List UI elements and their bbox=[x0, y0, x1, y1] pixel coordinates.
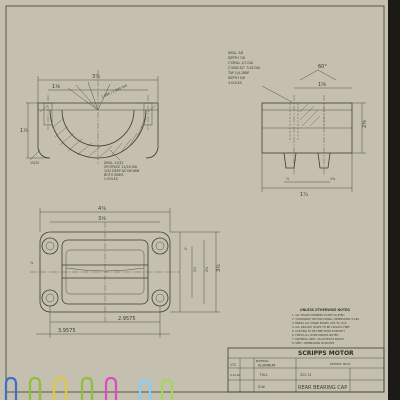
plan-inner-width-dim: 3⅛ bbox=[98, 216, 106, 222]
side-drill-note-line: DEPTH 5/8 bbox=[228, 76, 245, 80]
side-drill-note-line: 4 HOLES bbox=[228, 81, 242, 85]
note-line: 2. TOLERANCE ON FRACTIONAL DIMENSIONS ±1… bbox=[292, 317, 359, 321]
front-drill-note-line: DRILL 11/32 bbox=[104, 161, 123, 165]
plan-height-dim: 3½ bbox=[215, 264, 222, 272]
side-bottom-dim-a: ⅝ bbox=[286, 177, 289, 181]
notes-heading: UNLESS OTHERWISE NOTED bbox=[300, 308, 350, 312]
revision-b: 4-12-40 bbox=[230, 373, 240, 377]
side-drill-note-line: TAP 1/4-28NF bbox=[227, 71, 250, 75]
clip-icon bbox=[28, 376, 42, 400]
note-line: 3. BREAK ALL SHARP EDGES .005 TO .010 bbox=[292, 321, 347, 325]
side-angle-dim: 60° bbox=[318, 64, 327, 70]
front-width-dim: 3⅞ bbox=[92, 74, 100, 80]
front-view bbox=[26, 70, 159, 165]
note-line: 6. FINISH ALL OVER UNLESS NOTED bbox=[292, 333, 338, 337]
front-drill-note-line: 1/32 DEEP AS SHOWN bbox=[104, 169, 140, 173]
company-sub: DETROIT, MICH. bbox=[330, 362, 351, 366]
scale-value: FULL bbox=[260, 373, 268, 377]
plan-view bbox=[30, 208, 220, 338]
note-line: 4. ALL DRILLED HOLES TO BE CLEAN & FREE bbox=[292, 325, 350, 329]
binder-clips bbox=[4, 376, 174, 400]
side-drill-note-line: C'SINK 82° 7/16 DIA bbox=[228, 66, 261, 70]
part-name: REAR BEARING CAP bbox=[298, 385, 347, 391]
part-number: 322-74 bbox=[300, 373, 311, 377]
plan-width-dim: 4⅞ bbox=[98, 206, 106, 212]
front-drill-note-line: 2 HOLES bbox=[104, 177, 118, 181]
side-drill-note-line: C'DRILL 1/2 DIA bbox=[228, 61, 254, 65]
right-shadow bbox=[388, 0, 400, 400]
front-offset-dim: 15/32 bbox=[30, 161, 39, 165]
side-drill-note-line: DRILL 3/8 bbox=[228, 51, 243, 55]
side-view-hatching bbox=[299, 103, 321, 127]
note-line: 8. SPEC. DIMENSIONS IN INCHES bbox=[292, 341, 335, 345]
front-height-dim: 1½ bbox=[20, 127, 28, 134]
note-line: 7. MATERIAL SPEC. AS NOTED IN BLOCK bbox=[292, 337, 344, 341]
clip-icon bbox=[4, 376, 18, 400]
material-value: ALUMINUM bbox=[258, 364, 276, 368]
clip-icon bbox=[160, 378, 174, 400]
side-bottom-dim-c: 1⅛ bbox=[330, 177, 335, 181]
front-drill-note-line: SPOTFACE 11/16 DIA bbox=[104, 165, 138, 169]
clip-icon bbox=[138, 378, 152, 400]
clip-icon bbox=[52, 376, 68, 400]
front-half-width-dim: 1⅛ bbox=[52, 84, 60, 90]
side-drill-note: DRILL 3/8 DEPTH 7/8 C'DRILL 1/2 DIA C'SI… bbox=[227, 51, 261, 85]
note-line: 1. ALL SHARP CORNERS TO BE FILLETED bbox=[292, 313, 345, 317]
front-view-hatching bbox=[39, 104, 157, 158]
plan-height-dim-d: ⅞ bbox=[184, 247, 187, 251]
clip-icon bbox=[104, 376, 118, 400]
drawn-by: D.W. bbox=[258, 385, 265, 389]
border-frame bbox=[5, 5, 385, 393]
title-block bbox=[227, 347, 385, 393]
plan-height-dim-b: 2⅜ bbox=[205, 267, 209, 272]
side-drill-note-line: DEPTH 7/8 bbox=[228, 56, 245, 60]
front-drill-note: DRILL 11/32 SPOTFACE 11/16 DIA 1/32 DEEP… bbox=[104, 161, 140, 181]
side-height-dim: 2⅜ bbox=[362, 120, 368, 128]
note-line: 5. CASTING TO BE FREE FROM POROSITY bbox=[292, 329, 346, 333]
general-notes: UNLESS OTHERWISE NOTED 1. ALL SHARP CORN… bbox=[292, 308, 359, 345]
plan-left-dim: ⅞ bbox=[30, 261, 33, 265]
front-drill-note-line: BOTH SIDES bbox=[104, 173, 123, 177]
plan-height-dim-c: 1⅛ bbox=[193, 267, 197, 272]
material-label: MATERIAL bbox=[256, 359, 269, 363]
side-bottom-dim-b: 1¼ bbox=[300, 192, 308, 198]
side-view bbox=[261, 69, 366, 192]
plan-bottom-dim-b: 3.9575 bbox=[58, 328, 76, 334]
paper bbox=[0, 0, 388, 400]
company-name: SCRIPPS MOTOR bbox=[298, 350, 354, 357]
plan-bottom-dim-a: 2.9575 bbox=[118, 316, 136, 322]
clip-icon bbox=[80, 376, 94, 400]
side-top-dim: 1⅝ bbox=[318, 82, 326, 88]
revision-a: 172 bbox=[230, 363, 236, 367]
